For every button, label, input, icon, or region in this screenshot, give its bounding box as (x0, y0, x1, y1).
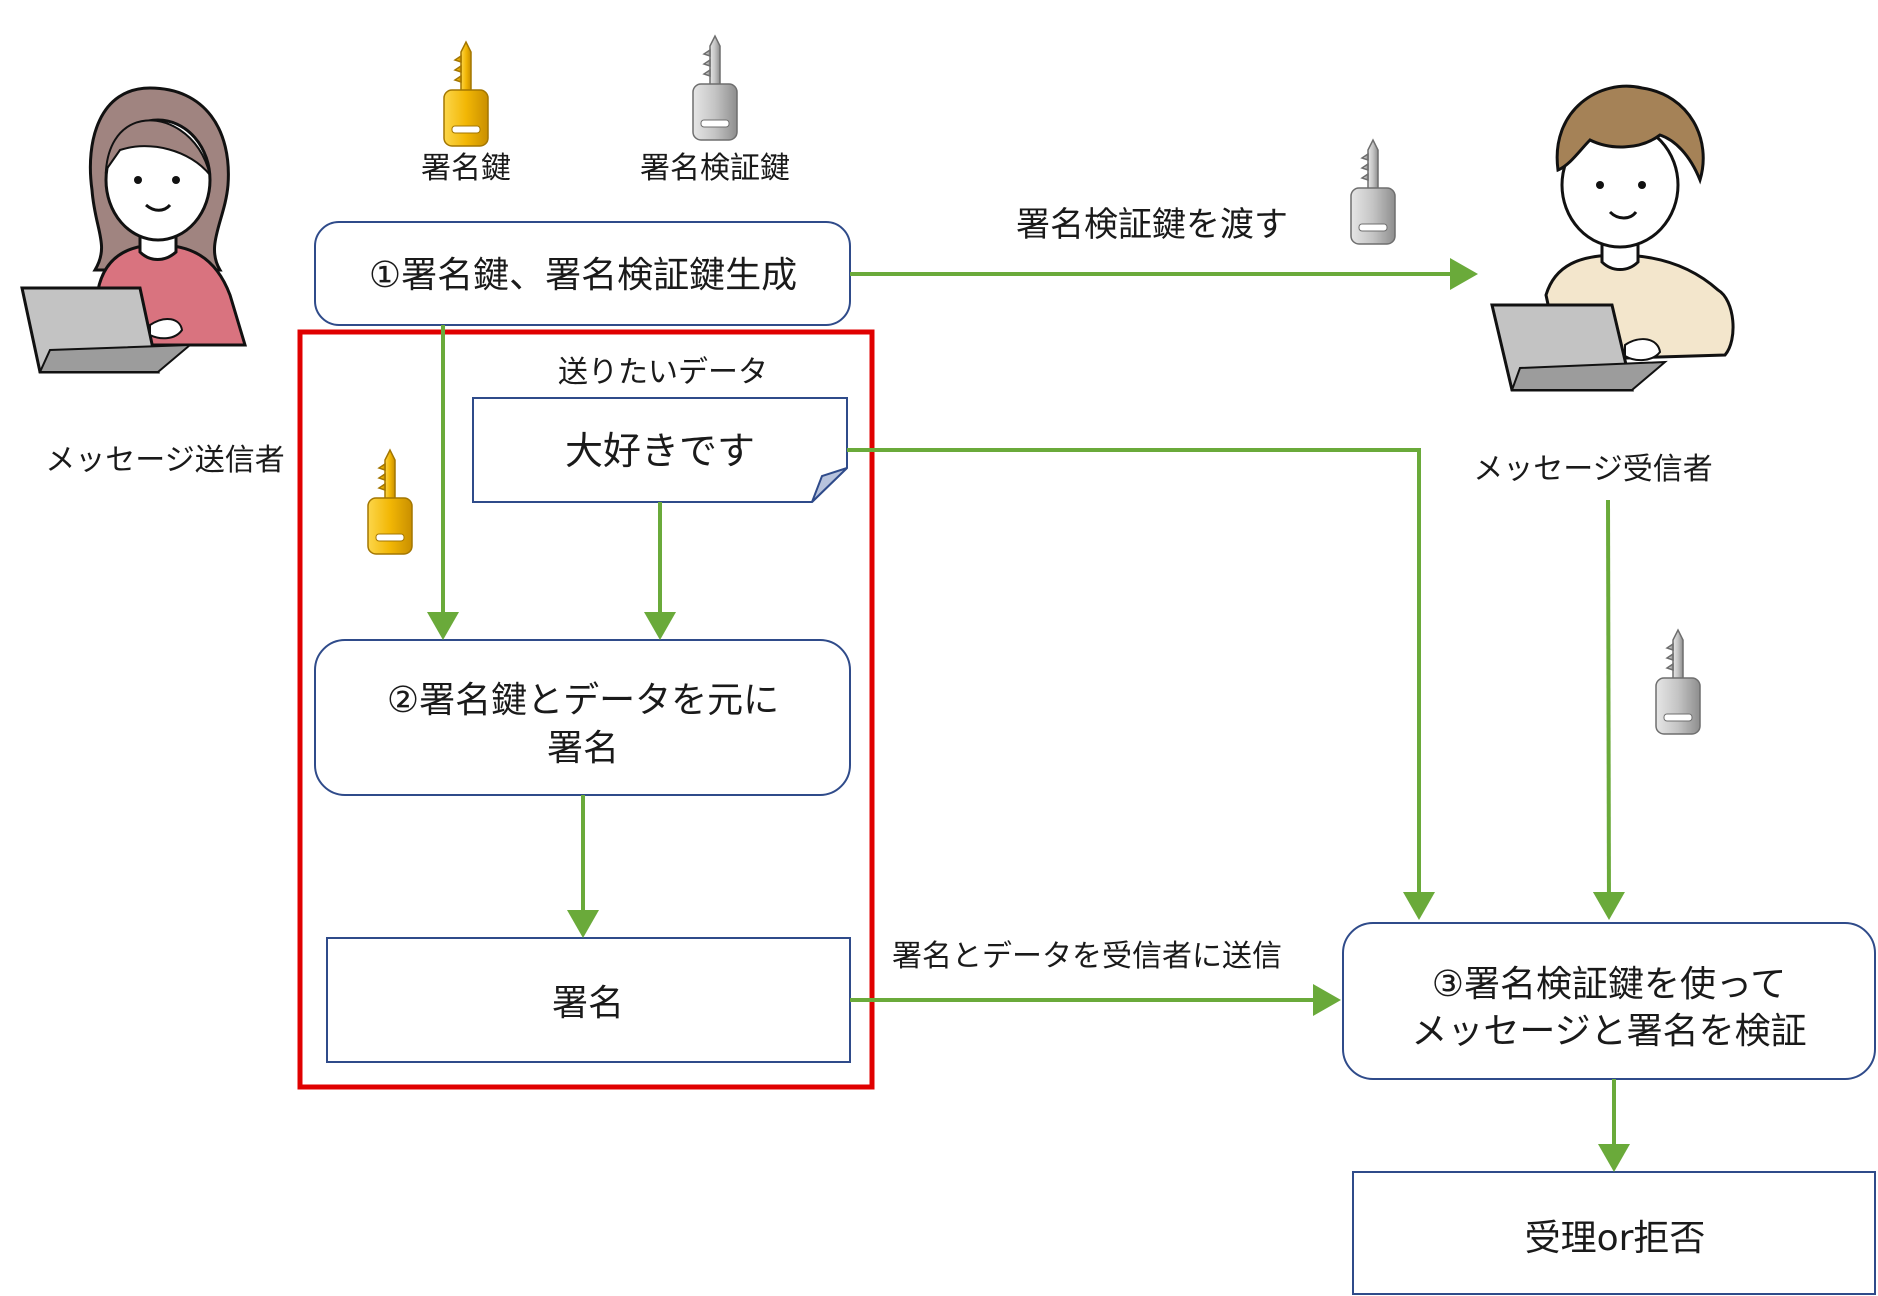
pass-key-label: 署名検証鍵を渡す (1016, 205, 1288, 245)
sender-person-illustration (20, 86, 248, 374)
signing-key-icon (443, 41, 489, 147)
step3-label-line2: メッセージと署名を検証 (1411, 1011, 1806, 1052)
verification-key-icon (692, 35, 738, 141)
arrow-data-to-step3 (847, 448, 1435, 920)
send-label: 署名とデータを受信者に送信 (892, 939, 1282, 974)
data-content: 大好きです (565, 429, 755, 473)
step2-label-line2: 署名 (547, 728, 619, 769)
verification-key-icon (1350, 139, 1396, 245)
signature-label: 署名 (552, 983, 624, 1024)
verification-key-label: 署名検証鍵 (640, 151, 790, 186)
receiver-label: メッセージ受信者 (1473, 452, 1712, 487)
sender-label: メッセージ送信者 (45, 443, 284, 478)
signature-box (326, 937, 851, 1063)
step3-label-line1: ③署名検証鍵を使って (1432, 964, 1786, 1005)
result-label: 受理or拒否 (1525, 1218, 1706, 1259)
signing-process-highlight (297, 329, 875, 1090)
verification-key-icon (1655, 629, 1701, 735)
data-note-fold (811, 467, 848, 503)
arrow-receiver-to-step3 (1592, 499, 1625, 920)
signing-key-icon (367, 449, 413, 555)
signing-key-label: 署名鍵 (421, 151, 511, 186)
step2-label-line1: ②署名鍵とデータを元に (387, 680, 779, 721)
step1-label: ①署名鍵、署名検証鍵生成 (369, 255, 797, 296)
step3-box (1342, 922, 1876, 1080)
data-caption: 送りたいデータ (558, 355, 768, 390)
result-box (1352, 1171, 1876, 1295)
receiver-person-illustration (1490, 84, 1735, 392)
